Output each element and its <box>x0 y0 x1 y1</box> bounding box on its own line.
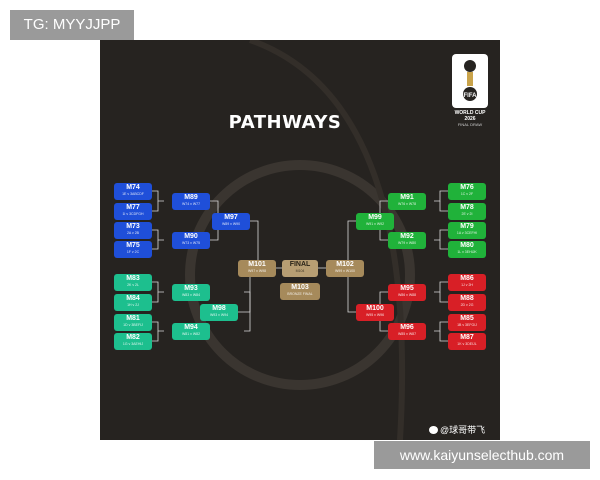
poster-title: PATHWAYS <box>228 112 342 133</box>
weibo-icon <box>429 426 438 434</box>
weibo-watermark: @球哥带飞 <box>429 423 485 436</box>
weibo-handle: @球哥带飞 <box>440 425 486 435</box>
logo-year: 2026 <box>464 116 476 122</box>
trophy-26-icon: FIFA <box>452 54 488 108</box>
watermark-tag: TG: MYYJJPP <box>10 10 134 40</box>
site-watermark: www.kaiyunselecthub.com <box>374 441 590 469</box>
bracket-lines <box>152 40 448 440</box>
logo-final-draw: FINAL DRAW <box>457 122 483 127</box>
logo-fifa-text: FIFA <box>464 93 478 99</box>
logo-worldcup: WORLD CUP <box>454 110 486 116</box>
